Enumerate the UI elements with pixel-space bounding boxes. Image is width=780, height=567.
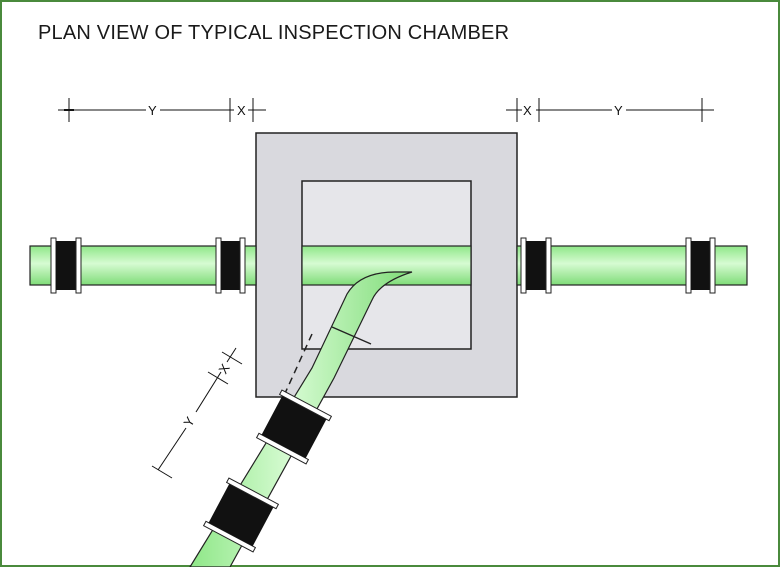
left-y-label: Y [148,103,157,118]
right-inner-coupling [520,237,552,294]
drawing-title: PLAN VIEW OF TYPICAL INSPECTION CHAMBER [38,22,510,44]
branch-y-label: Y [180,414,197,430]
right-y-label: Y [614,103,623,118]
branch-lower-coupling [202,477,280,553]
right-x-label: X [523,103,532,118]
branch-x-label: X [215,361,232,377]
branch-dimension-line [151,347,243,479]
right-dimension-line [506,98,714,122]
left-inner-coupling [215,237,246,294]
left-outer-coupling [50,237,82,294]
right-outer-coupling [685,237,716,294]
left-dimension-line [58,98,266,122]
branch-upper-coupling [255,389,333,465]
left-x-label: X [237,103,246,118]
